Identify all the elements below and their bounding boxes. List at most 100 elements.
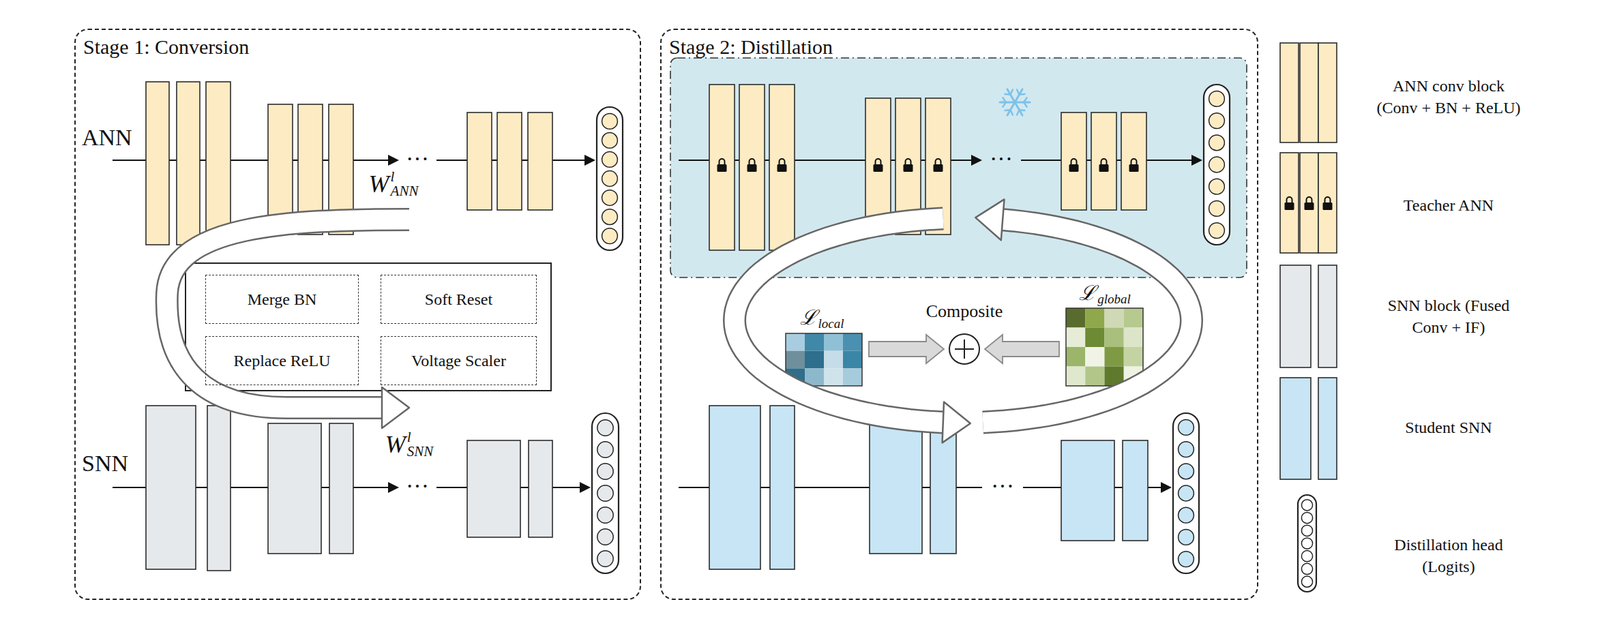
- flow-band-outline: [167, 219, 410, 408]
- arrow-head: [942, 402, 971, 444]
- process-box: Voltage Scaler: [380, 336, 537, 386]
- snow-branch: [1002, 102, 1006, 108]
- label-text: SNN: [81, 450, 129, 477]
- legend-bar: [1280, 377, 1311, 480]
- arrow-head: [975, 199, 1004, 241]
- plus-v: [963, 339, 966, 359]
- stage-title: Stage 1: Conversion: [83, 35, 249, 59]
- math-label: ℒlocal: [800, 305, 845, 331]
- logit-circle: [1209, 156, 1225, 173]
- math-scripts: local: [818, 317, 845, 331]
- heat-cell: [823, 351, 843, 369]
- heat-cell: [1085, 347, 1105, 367]
- ann-conv-bar: [527, 112, 553, 211]
- lock-shackle: [749, 158, 755, 165]
- legend-bar: [1280, 42, 1299, 143]
- teacher-network: [709, 84, 1230, 251]
- lock-shackle: [1131, 158, 1137, 165]
- lock-body: [777, 164, 788, 172]
- ann-conv-bar: [497, 112, 522, 211]
- box-label: Soft Reset: [424, 290, 493, 309]
- lock-icon: [747, 158, 758, 172]
- flow-band-outline: [734, 218, 944, 423]
- arrow-head: [579, 482, 591, 494]
- lock-body: [1069, 164, 1079, 172]
- legend-bar: [1318, 377, 1337, 480]
- legend-label: SNN block (Fused Conv + IF): [1386, 294, 1512, 339]
- legend-label: ANN conv block (Conv + BN + ReLU): [1374, 75, 1523, 120]
- lock-icon: [777, 158, 788, 172]
- snn-if: [528, 440, 553, 538]
- logit-circle: [1209, 201, 1225, 217]
- logit-circle: [1178, 463, 1195, 480]
- teacher-bar: [1061, 112, 1087, 211]
- math-sub: ANN: [390, 184, 419, 199]
- logits-head: [1203, 84, 1230, 245]
- heat-cell: [1065, 347, 1086, 367]
- heat-cell: [785, 333, 805, 352]
- logit-circle: [602, 171, 618, 187]
- arrow-head: [388, 482, 399, 494]
- heat-cell: [842, 333, 863, 352]
- legend-swatch: [1297, 495, 1317, 592]
- snow-branch: [1016, 90, 1019, 95]
- lock-shackle: [1286, 197, 1293, 203]
- heat-cell: [842, 368, 863, 387]
- composite-op: [868, 334, 1060, 365]
- lock-shackle: [1306, 197, 1313, 203]
- lock-body: [1284, 202, 1295, 211]
- logit-circle: [1301, 499, 1313, 511]
- heat-cell: [1104, 347, 1124, 367]
- teacher-region: [670, 57, 1247, 278]
- legend-bar: [1318, 42, 1337, 143]
- block-arrow: [868, 334, 944, 364]
- heat-cell: [804, 333, 824, 352]
- snow-arm: [1014, 102, 1023, 116]
- logit-circle: [597, 507, 614, 524]
- logit-circle: [602, 228, 618, 245]
- student-conv: [709, 405, 761, 570]
- lock-icon: [1069, 158, 1079, 172]
- logits-capsule: [1297, 495, 1317, 592]
- snow-branch: [1023, 97, 1028, 103]
- flow-band: [734, 218, 944, 423]
- math-sup: l: [390, 169, 419, 185]
- legend-bar: [1280, 265, 1311, 368]
- logit-circle: [1178, 507, 1195, 524]
- heat-cell: [1104, 328, 1124, 348]
- box-label: Replace ReLU: [233, 351, 331, 371]
- snn-if: [207, 405, 231, 571]
- legend-bar: [1318, 265, 1337, 368]
- ann-conv-bar: [205, 81, 231, 245]
- lock-icon: [1099, 158, 1109, 172]
- stage-title: Stage 2: Distillation: [669, 35, 833, 59]
- transfer-arrows: [167, 199, 1192, 443]
- legend-label: Teacher ANN: [1403, 196, 1494, 216]
- lock-body: [933, 164, 944, 172]
- heat-cell: [804, 351, 824, 369]
- lock-icon: [903, 158, 914, 172]
- math-sup: l: [407, 430, 434, 445]
- lock-shackle: [1101, 158, 1107, 165]
- lock-body: [903, 164, 914, 172]
- ann-conv-bar: [467, 112, 492, 211]
- heat-cell: [842, 351, 863, 369]
- flow-band: [167, 219, 410, 408]
- student-if: [1122, 440, 1148, 541]
- conversion-frame: [185, 263, 552, 391]
- math-scripts: lSNN: [407, 430, 434, 459]
- arrow-head: [1191, 154, 1203, 166]
- snn-if: [329, 423, 354, 554]
- logit-circle: [1301, 538, 1313, 550]
- snn-conv: [467, 440, 521, 538]
- legend-bar: [1299, 42, 1319, 143]
- teacher-bar: [709, 84, 735, 251]
- logit-circle: [602, 152, 618, 168]
- logit-circle: [1209, 91, 1225, 108]
- heat-cell: [1123, 347, 1144, 367]
- heat-cell: [1065, 308, 1086, 329]
- heatmap: [1065, 308, 1144, 387]
- snn-network: [145, 405, 619, 574]
- box-label: Voltage Scaler: [411, 351, 507, 371]
- ellipsis-mark: ···: [405, 472, 429, 500]
